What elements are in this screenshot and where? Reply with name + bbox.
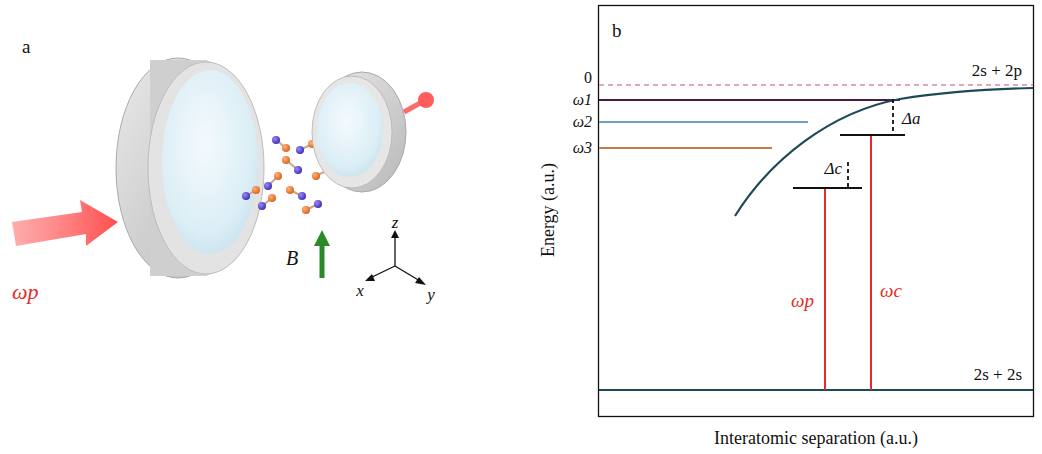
bound-level: [599, 99, 900, 101]
axis-label: x: [356, 282, 364, 299]
panel-letter: b: [612, 21, 622, 40]
frequency-label: ωp: [791, 291, 814, 310]
mirror-glass: [162, 70, 258, 254]
detuning-label: Δa: [902, 110, 920, 127]
state-label: 2s + 2s: [974, 366, 1022, 383]
frequency-label: ωc: [880, 281, 902, 300]
cavity-transition: [870, 135, 872, 390]
state-label: 2s + 2p: [972, 62, 1022, 79]
photon-level: [793, 187, 862, 189]
mirror-face: [312, 76, 392, 188]
photon-level: [840, 134, 905, 136]
tick-label: 0: [584, 70, 592, 86]
field-arrow: [320, 244, 325, 278]
axis-label: y: [427, 286, 435, 303]
frequency-label: ωp: [12, 281, 39, 303]
axis-label: z: [392, 214, 399, 231]
ground-level: [599, 389, 1033, 391]
field-label: B⃗: [286, 248, 314, 268]
axis-title: Energy (a.u.): [539, 163, 557, 257]
pump-transition: [824, 188, 826, 390]
detuning-marker: [847, 162, 849, 188]
detuning-label: Δc: [824, 160, 842, 177]
bound-level: [599, 147, 772, 149]
pump-beam: [12, 200, 118, 246]
detuning-marker: [892, 99, 894, 135]
bound-level: [599, 121, 808, 123]
tick-label: ω2: [573, 114, 592, 130]
panel-letter: a: [22, 37, 30, 56]
tick-label: ω1: [573, 92, 592, 108]
tick-label: ω3: [573, 140, 592, 156]
mirror-glass: [317, 83, 383, 177]
mirror-face: [148, 62, 264, 274]
threshold-line: [599, 84, 1033, 85]
axis-title: Interatomic separation (a.u.): [714, 429, 918, 447]
axes: [365, 230, 426, 285]
output-photon: [418, 92, 434, 108]
plot-frame: [599, 6, 1034, 417]
potential-curve: [735, 88, 1033, 216]
